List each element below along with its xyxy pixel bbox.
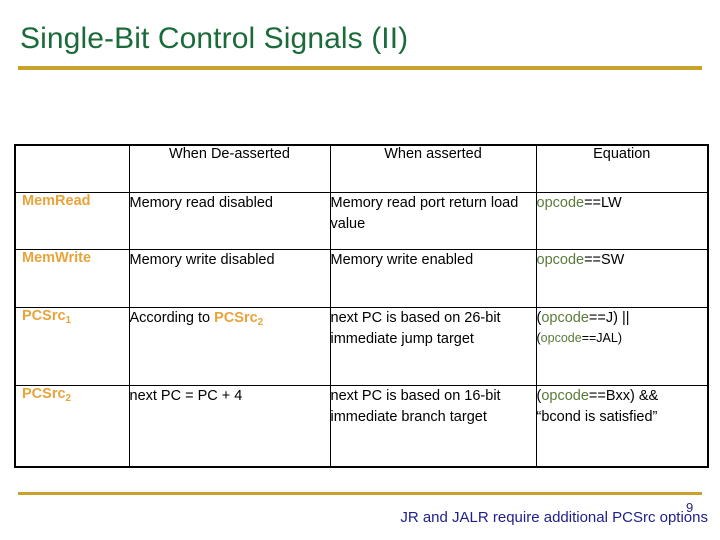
opcode-token: opcode <box>536 195 585 211</box>
footer-divider <box>18 492 702 495</box>
cell-asserted: next PC is based on 16-bit immediate bra… <box>329 385 537 468</box>
column-header-when-deasserted: When De-asserted <box>128 144 331 193</box>
signal-label: PCSrc2 <box>22 386 72 404</box>
equation-line-2: (opcode==JAL) <box>536 331 623 346</box>
table-body: MemRead Memory read disabled Memory read… <box>14 192 709 468</box>
cell-equation: (opcode==Bxx) && “bcond is satisfied” <box>535 385 709 468</box>
cell-asserted: Memory write enabled <box>329 249 537 308</box>
page-number: 9 <box>686 500 694 515</box>
equation-condition: “bcond is satisfied” <box>536 409 658 426</box>
signal-name-cell-memwrite: MemWrite <box>14 249 130 308</box>
opcode-token: opcode <box>541 388 589 404</box>
opcode-token: opcode <box>541 310 589 326</box>
opcode-token: opcode <box>536 252 585 268</box>
table-row: PCSrc1 According to PCSrc2 next PC is ba… <box>14 307 709 386</box>
equation-operand: ==JAL) <box>581 331 622 346</box>
pcsrc-reference: PCSrc2 <box>214 310 264 328</box>
footer-note: JR and JALR require additional PCSrc opt… <box>400 509 708 526</box>
opcode-token: opcode <box>540 331 582 346</box>
column-header-equation: Equation <box>535 144 709 193</box>
control-signals-table: When De-asserted When asserted Equation … <box>14 144 709 468</box>
table-row: MemWrite Memory write disabled Memory wr… <box>14 249 709 308</box>
cell-deasserted: next PC = PC + 4 <box>128 385 331 468</box>
table-header-row: When De-asserted When asserted Equation <box>14 144 709 193</box>
title-divider <box>18 66 702 70</box>
cell-equation: (opcode==J) || (opcode==JAL) <box>535 307 709 386</box>
signal-subscript: 2 <box>65 393 72 404</box>
signal-name-cell-pcsrc1: PCSrc1 <box>14 307 130 386</box>
deasserted-text: According to <box>129 310 215 326</box>
cell-asserted: next PC is based on 26-bit immediate jum… <box>329 307 537 386</box>
equation-line-1: (opcode==Bxx) && <box>536 388 659 404</box>
cell-equation: opcode==LW <box>535 192 709 250</box>
column-header-when-asserted: When asserted <box>329 144 537 193</box>
signal-subscript: 1 <box>65 315 72 326</box>
table-row: MemRead Memory read disabled Memory read… <box>14 192 709 250</box>
equation-line-2: “bcond is satisfied” <box>537 407 708 428</box>
page-title: Single-Bit Control Signals (II) <box>20 22 409 55</box>
column-header-signal <box>14 144 130 193</box>
equation-operand: ==SW <box>584 252 625 268</box>
signal-label: MemWrite <box>22 250 92 266</box>
cell-deasserted: Memory read disabled <box>128 192 331 250</box>
signal-name-cell-pcsrc2: PCSrc2 <box>14 385 130 468</box>
signal-label: PCSrc1 <box>22 308 72 326</box>
cell-deasserted: Memory write disabled <box>128 249 331 308</box>
table-header: When De-asserted When asserted Equation <box>14 144 709 193</box>
cell-asserted: Memory read port return load value <box>329 192 537 250</box>
signal-name-cell-memread: MemRead <box>14 192 130 250</box>
equation-line-1: (opcode==J) || <box>536 310 630 326</box>
cell-deasserted: According to PCSrc2 <box>128 307 331 386</box>
equation-operand: ==LW <box>584 195 622 211</box>
cell-equation: opcode==SW <box>535 249 709 308</box>
equation-operand: ==Bxx) && <box>588 388 659 404</box>
equation-operand: ==J) || <box>588 310 630 326</box>
signal-label: MemRead <box>22 193 91 209</box>
table-row: PCSrc2 next PC = PC + 4 next PC is based… <box>14 385 709 468</box>
